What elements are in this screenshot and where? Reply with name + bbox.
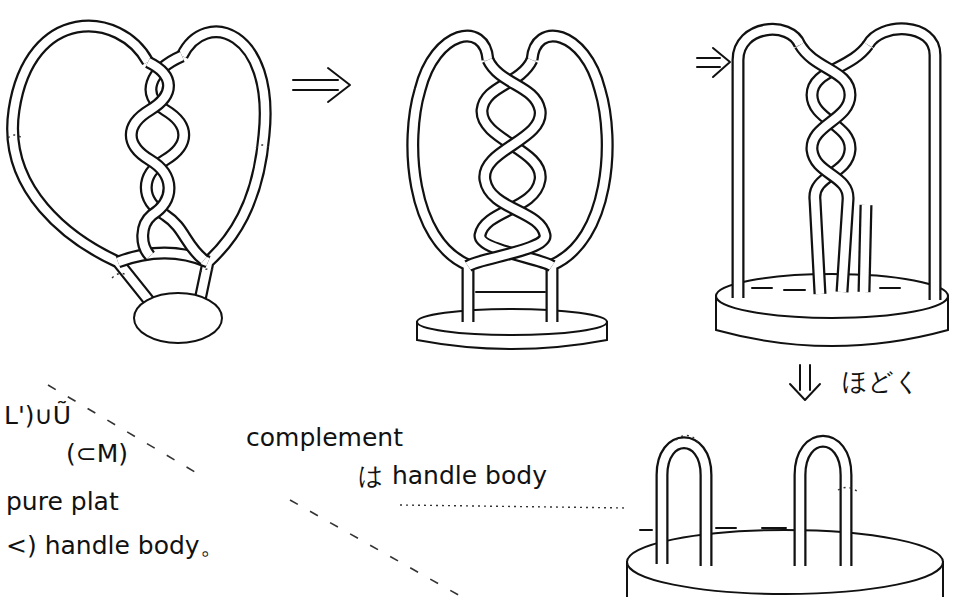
note-label: は handle body <box>356 462 549 491</box>
note-label: L')∪Ũ <box>2 402 73 431</box>
note-label: complement <box>244 424 405 453</box>
note-label: (⊂M) <box>64 440 130 469</box>
note-label: ほどく <box>840 368 922 397</box>
note-label: pure plat <box>4 488 121 517</box>
note-label: <) handle body。 <box>4 532 227 561</box>
